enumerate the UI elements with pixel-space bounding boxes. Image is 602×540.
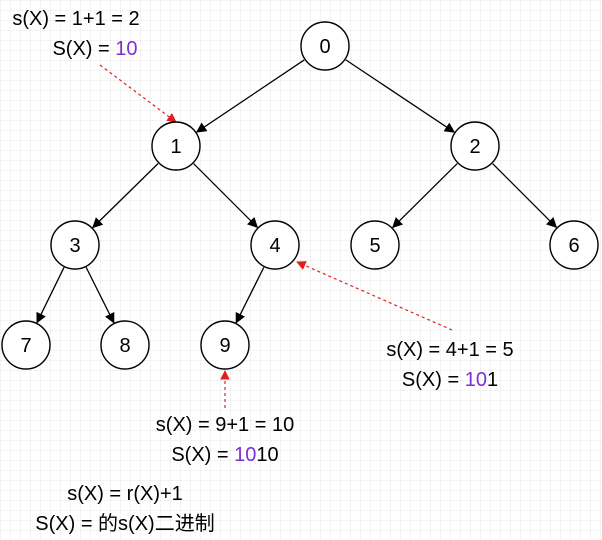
edge-n0-n2 xyxy=(345,59,456,133)
tree-node-7: 7 xyxy=(1,320,51,370)
tree-node-1: 1 xyxy=(151,121,201,171)
tree-node-9: 9 xyxy=(200,320,250,370)
definition-line-1: s(X) = r(X)+1 xyxy=(67,483,183,505)
node-circle xyxy=(100,320,150,370)
node-label: 9 xyxy=(219,335,230,357)
tree-node-2: 2 xyxy=(450,121,500,171)
node-circle xyxy=(549,220,599,270)
tree-node-6: 6 xyxy=(549,220,599,270)
node-circle xyxy=(250,220,300,270)
tree-node-4: 4 xyxy=(250,220,300,270)
node9-big-s-highlight: 10 xyxy=(234,444,256,466)
edge-n1-n4 xyxy=(193,163,259,229)
node-circle xyxy=(350,220,400,270)
node-circle xyxy=(450,121,500,171)
node4-small-s-label: s(X) = 4+1 = 5 xyxy=(386,339,513,361)
edge-n2-n5 xyxy=(392,163,458,229)
node9-big-s-label: S(X) = 1010 xyxy=(171,444,278,466)
node-label: 7 xyxy=(20,335,31,357)
node9-small-s-label: s(X) = 9+1 = 10 xyxy=(156,414,294,436)
tree-node-5: 5 xyxy=(350,220,400,270)
edge-n3-n8 xyxy=(85,267,115,324)
tree-node-3: 3 xyxy=(50,220,100,270)
tree-node-8: 8 xyxy=(100,320,150,370)
tree-node-0: 0 xyxy=(300,21,350,71)
edge-n4-n9 xyxy=(235,267,265,324)
edge-n2-n6 xyxy=(492,163,558,229)
tree-edges xyxy=(36,59,558,324)
node-label: 4 xyxy=(269,235,280,257)
node4-annotation-arrow xyxy=(296,261,453,331)
node-circle xyxy=(200,320,250,370)
node-label: 1 xyxy=(170,136,181,158)
node-circle xyxy=(151,121,201,171)
node-circle xyxy=(300,21,350,71)
node4-big-s-highlight: 10 xyxy=(465,369,487,391)
edge-n1-n3 xyxy=(92,163,159,229)
node-circle xyxy=(50,220,100,270)
edge-n3-n7 xyxy=(36,267,65,324)
node-label: 2 xyxy=(469,136,480,158)
node-label: 3 xyxy=(69,235,80,257)
tree-nodes: 0 1 2 3 4 5 6 7 8 9 xyxy=(1,21,599,370)
node4-big-s-label: S(X) = 101 xyxy=(402,369,498,391)
edge-n0-n1 xyxy=(195,59,305,133)
node1-big-s-highlight: 10 xyxy=(115,38,137,60)
definition-line-2: S(X) = 的s(X)二进制 xyxy=(35,512,214,535)
annotation-arrows xyxy=(99,64,453,408)
node1-big-s-label: S(X) = 10 xyxy=(52,38,137,60)
node-label: 0 xyxy=(319,36,330,58)
node-label: 8 xyxy=(119,335,130,357)
node1-small-s-label: s(X) = 1+1 = 2 xyxy=(12,8,139,30)
node-circle xyxy=(1,320,51,370)
node-label: 6 xyxy=(568,235,579,257)
node-label: 5 xyxy=(369,235,380,257)
node1-annotation-arrow xyxy=(99,64,177,123)
